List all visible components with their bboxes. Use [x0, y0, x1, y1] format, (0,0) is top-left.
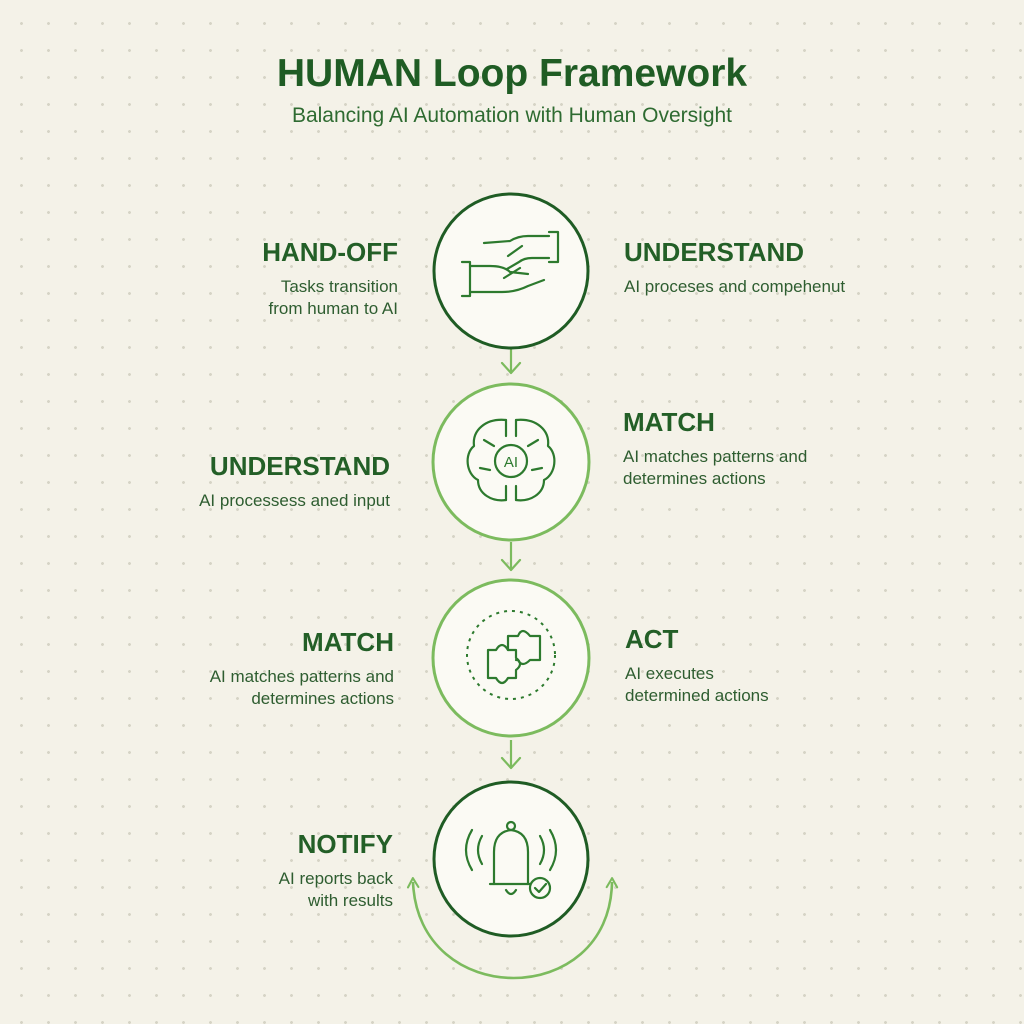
step-description: Tasks transition from human to AI: [262, 276, 398, 320]
step-description: AI processess aned input: [199, 490, 390, 512]
step-description: AI executes determined actions: [625, 663, 769, 707]
step-description-line: AI executes: [625, 663, 714, 683]
step-3-left-label: MATCH AI matches patterns and determines…: [210, 627, 394, 710]
step-1-right-label: UNDERSTAND AI proceses and compehenut: [624, 237, 845, 298]
step-description: AI proceses and compehenut: [624, 276, 845, 298]
puzzle-piece-icon: [466, 610, 556, 700]
step-description-line: determines actions: [623, 468, 766, 488]
step-2-left-label: UNDERSTAND AI processess aned input: [199, 451, 390, 512]
connector-arrow-3: [500, 740, 522, 770]
step-heading: MATCH: [623, 407, 715, 437]
ai-brain-label: AI: [504, 454, 518, 471]
step-circle-3: [431, 578, 591, 738]
page-subtitle: Balancing AI Automation with Human Overs…: [291, 104, 733, 127]
step-description-line: AI reports back: [278, 868, 393, 888]
step-circle-4: [432, 780, 590, 938]
handoff-hands-icon: [460, 230, 560, 298]
ai-brain-icon: AI: [466, 418, 556, 502]
step-heading: HAND-OFF: [262, 237, 398, 267]
step-heading: UNDERSTAND: [209, 451, 390, 481]
step-heading: NOTIFY: [297, 829, 393, 859]
step-description: AI matches patterns and determines actio…: [623, 446, 807, 490]
step-description-line: with results: [307, 890, 393, 910]
step-description: AI matches patterns and determines actio…: [210, 666, 394, 710]
step-heading: ACT: [625, 624, 679, 654]
connector-arrow-1: [500, 346, 522, 375]
page-title: HUMAN Loop Framework: [276, 52, 748, 95]
step-description-line: AI proceses and compehenut: [624, 276, 846, 296]
step-description-line: AI matches patterns and: [623, 446, 808, 466]
step-3-right-label: ACT AI executes determined actions: [625, 624, 769, 707]
step-1-left-label: HAND-OFF Tasks transition from human to …: [262, 237, 398, 320]
bell-check-icon: [464, 820, 558, 900]
connector-arrow-2: [500, 542, 522, 572]
step-2-right-label: MATCH AI matches patterns and determines…: [623, 407, 807, 490]
step-description-line: determines actions: [251, 688, 394, 708]
step-description: AI reports back with results: [279, 868, 393, 912]
step-heading: MATCH: [302, 627, 394, 657]
step-4-left-label: NOTIFY AI reports back with results: [279, 829, 393, 912]
step-heading: UNDERSTAND: [624, 237, 805, 267]
step-description-line: determined actions: [625, 685, 769, 705]
loop-back-arrow: [406, 877, 619, 980]
step-description-line: Tasks transition: [280, 276, 398, 296]
step-description-line: AI matches patterns and: [209, 666, 394, 686]
step-circle-1: [432, 192, 590, 350]
step-description-line: AI processess aned input: [199, 490, 390, 510]
step-description-line: from human to AI: [268, 298, 398, 318]
